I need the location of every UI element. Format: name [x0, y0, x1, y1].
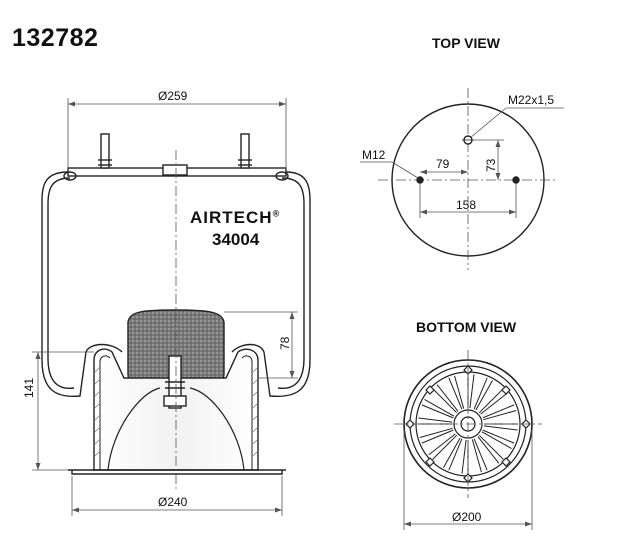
bottom-view	[394, 350, 542, 498]
rib	[432, 434, 458, 460]
rib	[481, 431, 512, 449]
rib	[478, 434, 504, 460]
label-158: 158	[456, 198, 477, 212]
stud-hole-left	[416, 176, 424, 184]
label-top-diameter: Ø259	[158, 89, 188, 103]
rib	[432, 388, 458, 414]
rib	[428, 433, 456, 456]
brand-label: AIRTECH®	[190, 208, 280, 228]
rib	[483, 425, 518, 431]
dim-141	[32, 351, 94, 471]
rib	[471, 439, 482, 473]
rib	[480, 392, 508, 415]
base-flange	[68, 469, 286, 475]
rib	[461, 439, 467, 474]
rib	[421, 404, 454, 419]
label-78: 78	[278, 336, 292, 350]
stud-hole-right	[512, 176, 520, 184]
rib	[443, 437, 461, 468]
bottom-view-title: BOTTOM VIEW	[416, 319, 517, 335]
rib	[473, 377, 488, 410]
dim-bottom-view	[403, 430, 533, 530]
mounting-stud-right	[238, 133, 252, 169]
dim-bottom-diameter	[71, 476, 283, 516]
part-number: 132782	[12, 24, 99, 52]
mounting-stud-left	[98, 133, 112, 169]
bellow-inner	[47, 177, 305, 390]
label-79: 79	[436, 157, 450, 171]
top-view	[378, 88, 556, 270]
rib	[424, 399, 455, 417]
brand-mark: ®	[272, 208, 281, 219]
rib	[477, 436, 500, 464]
dim-top-diameter	[67, 98, 287, 170]
rib	[448, 438, 463, 471]
label-73: 73	[484, 158, 498, 172]
bottom-view-mount-markers	[405, 365, 531, 483]
center-plug	[162, 164, 188, 176]
brand-name: AIRTECH	[190, 208, 273, 227]
rib	[419, 427, 453, 438]
rib	[418, 417, 453, 423]
rib	[478, 388, 504, 414]
rib	[482, 404, 515, 419]
label-bottom-view-diameter: Ø200	[452, 510, 482, 524]
rib	[475, 380, 493, 411]
rib	[482, 429, 515, 444]
label-m12: M12	[362, 148, 386, 162]
top-view-dims	[360, 107, 564, 218]
rib	[483, 410, 517, 421]
piston-cone	[107, 387, 245, 471]
dim-78	[224, 311, 298, 379]
label-m22: M22x1,5	[508, 93, 555, 107]
label-141: 141	[22, 377, 36, 398]
rib	[469, 374, 475, 409]
rib	[421, 429, 454, 444]
rib	[473, 438, 488, 471]
top-view-title: TOP VIEW	[432, 35, 500, 51]
bellow-outer	[41, 171, 311, 398]
model-number: 34004	[212, 230, 260, 249]
label-bottom-diameter: Ø240	[158, 495, 188, 509]
rib	[436, 384, 459, 412]
rib	[448, 377, 463, 410]
rib	[454, 375, 465, 409]
